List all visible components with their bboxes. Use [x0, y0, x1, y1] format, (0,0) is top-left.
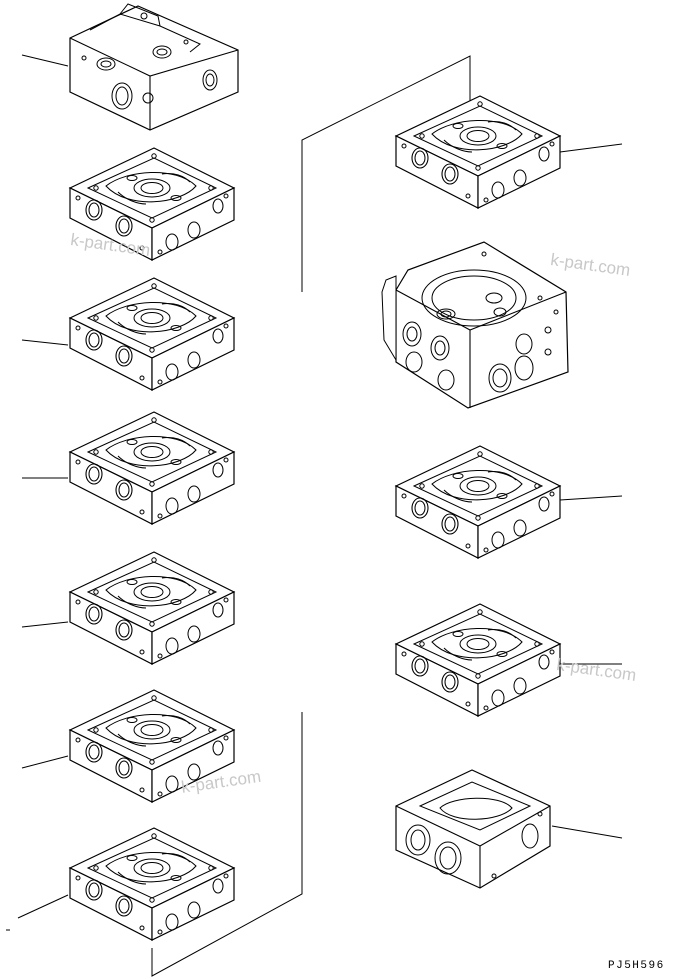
callout-line — [559, 143, 623, 153]
valve-section-left-7 — [69, 827, 235, 941]
assembly-connector-top — [301, 55, 471, 292]
valve-section-left-5 — [69, 551, 235, 665]
assembly-connector-bottom — [151, 712, 303, 977]
drawing-code: PJ5H596 — [608, 960, 665, 972]
valve-section-right-4 — [395, 603, 561, 717]
valve-section-right-1 — [395, 95, 561, 209]
inlet-section-right-2 — [381, 241, 569, 409]
callout-line — [21, 339, 69, 346]
callout-line — [559, 495, 623, 501]
end-cover-right-5 — [395, 769, 551, 889]
valve-section-right-3 — [395, 445, 561, 559]
valve-section-left-4 — [69, 411, 235, 525]
callout-line — [17, 894, 69, 919]
valve-section-left-3 — [69, 277, 235, 391]
callout-line — [551, 825, 623, 839]
callout-line — [21, 755, 69, 769]
callout-line — [21, 54, 69, 67]
callout-line — [21, 621, 69, 628]
end-cover-top-left — [69, 3, 239, 131]
